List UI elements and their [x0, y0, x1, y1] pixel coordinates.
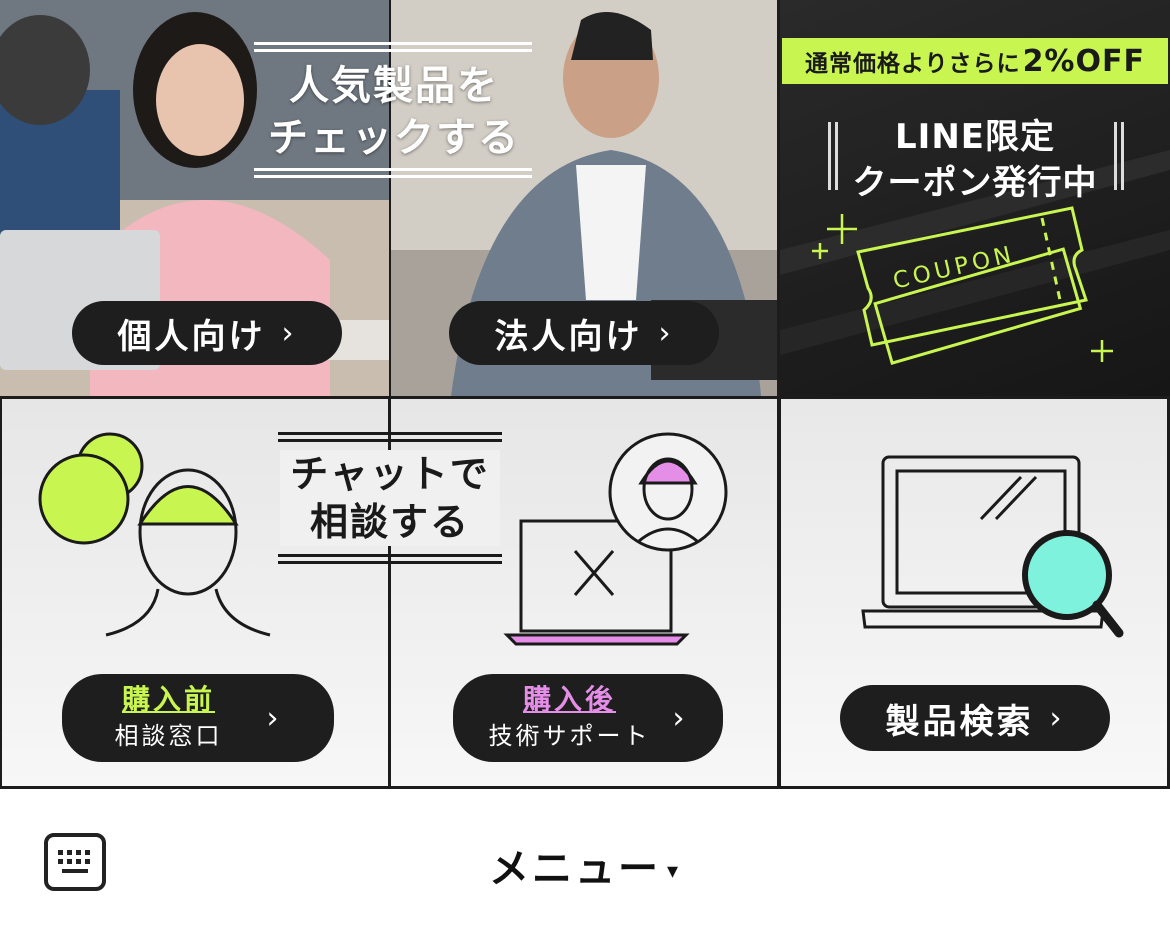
chat-line2: 相談する [309, 500, 470, 544]
keyboard-toggle-button[interactable] [44, 833, 106, 891]
product-search-button[interactable]: 製品検索 › [840, 685, 1110, 751]
coupon-artwork [780, 150, 1170, 365]
rich-menu-grid: 個人向け › 法人向け › 人気製品を チェックする [0, 0, 1170, 789]
ticket-icon [856, 206, 1088, 365]
coupon-message: LINE限定 クーポン発行中 [780, 114, 1170, 206]
coupon-bar-right [1121, 122, 1124, 190]
chevron-right-icon: › [266, 700, 282, 736]
menu-toggle[interactable]: メニュー▾ [0, 836, 1170, 894]
chevron-right-icon: › [1049, 700, 1065, 736]
personal-button[interactable]: 個人向け › [72, 301, 342, 365]
featured-line2: チェックする [268, 115, 520, 161]
person-icon [105, 468, 271, 637]
tile-personal[interactable]: 個人向け › [0, 0, 389, 396]
tile-product-search[interactable]: 製品検索 › [781, 399, 1167, 786]
personal-label: 個人向け [117, 316, 266, 357]
keyboard-icon [58, 850, 90, 873]
headline-bottom-rule [254, 168, 532, 178]
featured-line1: 人気製品を [289, 63, 499, 109]
chat-top-rule [278, 432, 502, 442]
featured-headline[interactable]: 人気製品を チェックする [234, 60, 554, 164]
laptop-tools-icon [503, 432, 728, 646]
banner-prefix: 通常価格よりさらに [805, 51, 1021, 77]
chevron-right-icon: › [281, 315, 297, 351]
business-button[interactable]: 法人向け › [449, 301, 719, 365]
coupon-discount-banner: 通常価格よりさらに 2%OFF [782, 38, 1168, 84]
coupon-bar-left [835, 122, 838, 190]
headline-top-rule [254, 42, 532, 52]
chevron-right-icon: › [658, 315, 674, 351]
chevron-right-icon: › [672, 700, 688, 736]
pre-purchase-bottom: 相談窓口 [114, 722, 223, 750]
coupon-bar-right [1114, 122, 1117, 190]
chat-headline: チャットで 相談する [280, 450, 500, 546]
sparkle-icon [812, 214, 1113, 362]
coupon-bar-left [828, 122, 831, 190]
coupon-line1: LINE限定 [895, 117, 1055, 157]
business-label: 法人向け [494, 316, 643, 357]
post-purchase-button[interactable]: 購入後 技術サポート › [453, 674, 723, 762]
laptop-magnifier-icon [861, 455, 1124, 638]
magnifier-icon [1022, 530, 1124, 638]
post-purchase-top: 購入後 [522, 683, 616, 716]
speech-bubbles-icon [38, 432, 271, 637]
chat-line1: チャットで [290, 452, 490, 496]
post-purchase-bottom: 技術サポート [488, 722, 651, 750]
banner-emph: 2%OFF [1022, 43, 1145, 79]
product-search-label: 製品検索 [885, 701, 1034, 742]
caret-down-icon: ▾ [666, 858, 682, 884]
coupon-line2: クーポン発行中 [852, 163, 1098, 203]
chat-bottom-rule [278, 554, 502, 564]
menu-label: メニュー [488, 846, 661, 892]
pre-purchase-button[interactable]: 購入前 相談窓口 › [62, 674, 334, 762]
tile-business[interactable]: 法人向け › [391, 0, 777, 396]
pre-purchase-top: 購入前 [121, 683, 215, 716]
